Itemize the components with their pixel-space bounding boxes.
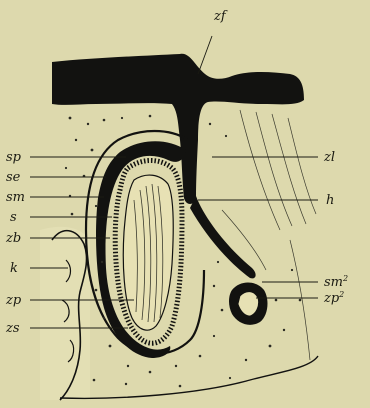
dental-papilla: [123, 175, 173, 330]
label-zp: zp: [5, 293, 22, 308]
leader-zf: [198, 36, 212, 74]
label-sp: sp: [6, 150, 22, 165]
label-zs: zs: [5, 321, 20, 336]
label-se: se: [6, 170, 21, 185]
label-zp2: zp2: [323, 290, 344, 306]
label-sm: sm: [6, 190, 25, 205]
label-zb: zb: [5, 231, 21, 246]
label-h: h: [326, 193, 334, 208]
dental-lamina: [190, 196, 256, 278]
tissue-hatching-right: [222, 110, 316, 360]
jaw-tissue: [40, 227, 90, 400]
label-s: s: [10, 210, 17, 225]
oral-epithelium: [52, 54, 304, 204]
label-sm2: sm2: [324, 274, 348, 290]
label-zl: zl: [323, 150, 335, 165]
label-zf: zf: [213, 9, 228, 24]
section-bottom-edge: [60, 356, 318, 398]
label-k: k: [10, 261, 18, 276]
